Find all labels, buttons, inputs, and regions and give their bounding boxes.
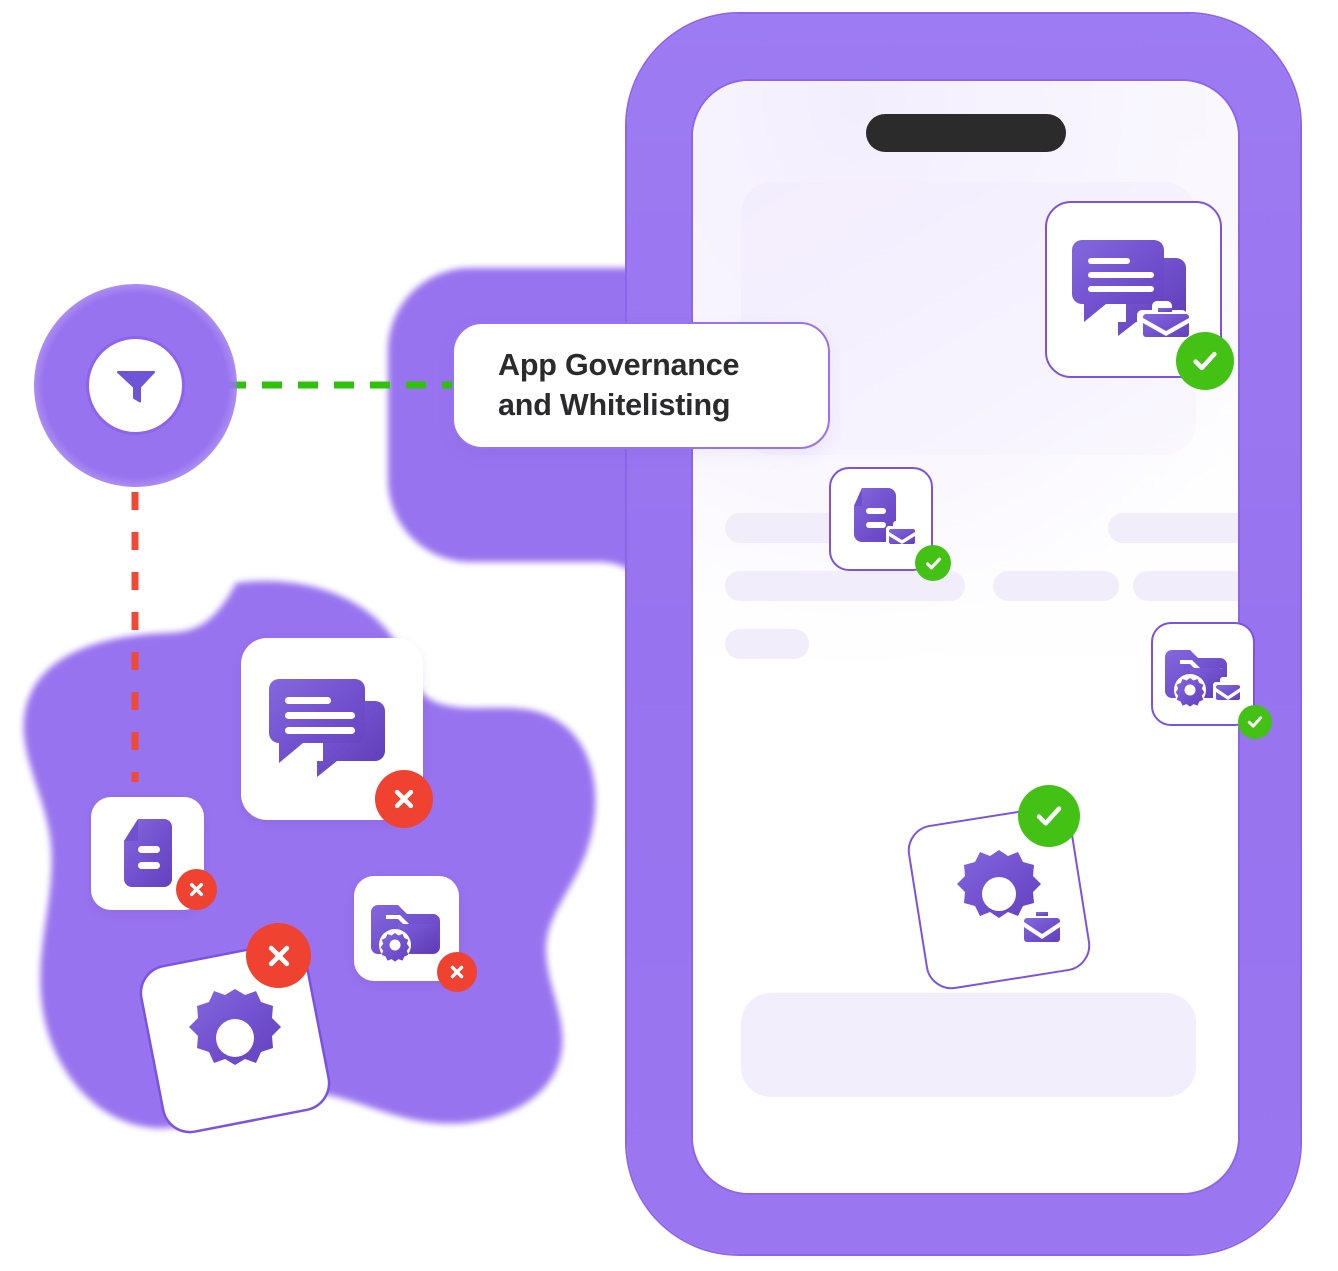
- filter-funnel-icon: [116, 370, 155, 403]
- briefcase-glyph: [886, 521, 915, 545]
- blocked-settings-app-status-badge: [246, 923, 311, 988]
- blocked-chat-app[interactable]: [241, 638, 423, 820]
- skeleton-bar: [725, 629, 809, 659]
- folder-gear-briefcase-icon: [1165, 650, 1240, 707]
- content-panel-bottom: [741, 993, 1196, 1097]
- gear-glyph: [957, 850, 1041, 918]
- allowed-folder-app[interactable]: [1151, 622, 1255, 726]
- gear-icon: [189, 989, 281, 1065]
- feature-label-text: App Governance and Whitelisting: [454, 346, 828, 424]
- gear-glyph: [1174, 674, 1206, 707]
- gear-briefcase-icon: [957, 850, 1060, 946]
- allowed-document-app-status-badge: [915, 545, 951, 581]
- feature-label-card: App Governance and Whitelisting: [452, 322, 830, 449]
- folder-gear-icon: [370, 904, 440, 962]
- check-icon: [1193, 351, 1217, 371]
- cross-icon: [450, 965, 464, 979]
- document-icon: [123, 818, 172, 887]
- cross-icon: [189, 882, 204, 897]
- blocked-folder-app-status-badge: [437, 952, 477, 992]
- skeleton-bar: [1108, 513, 1238, 543]
- allowed-document-app[interactable]: [829, 467, 933, 571]
- blocked-folder-app[interactable]: [354, 876, 459, 981]
- blocked-settings-app[interactable]: [137, 940, 333, 1136]
- check-icon: [1036, 806, 1062, 826]
- chat-bubbles-icon: [269, 679, 385, 777]
- camera-notch-pill: [865, 114, 1066, 152]
- cross-icon: [268, 945, 289, 966]
- blocked-document-app[interactable]: [91, 797, 204, 910]
- allowed-chat-app-status-badge: [1176, 332, 1234, 390]
- briefcase-glyph: [1136, 300, 1189, 340]
- skeleton-bar: [1133, 571, 1238, 601]
- cross-icon: [394, 789, 414, 809]
- chat-bubbles-briefcase-icon: [1071, 239, 1189, 340]
- blocked-chat-app-status-badge: [375, 770, 433, 828]
- gear-glyph: [378, 928, 411, 962]
- check-icon: [925, 557, 941, 569]
- document-briefcase-icon: [854, 488, 915, 545]
- check-icon: [1247, 716, 1263, 728]
- allowed-settings-app-status-badge: [1018, 785, 1080, 847]
- briefcase-glyph: [1213, 677, 1240, 701]
- feature-label-line2: and Whitelisting: [498, 387, 731, 422]
- allowed-settings-app[interactable]: [904, 803, 1094, 993]
- allowed-folder-app-status-badge: [1238, 705, 1272, 739]
- briefcase-glyph: [1020, 905, 1060, 946]
- blocked-document-app-status-badge: [176, 869, 217, 910]
- skeleton-bar: [993, 571, 1119, 601]
- feature-label-line1: App Governance: [498, 348, 740, 383]
- filter-badge[interactable]: [86, 336, 185, 435]
